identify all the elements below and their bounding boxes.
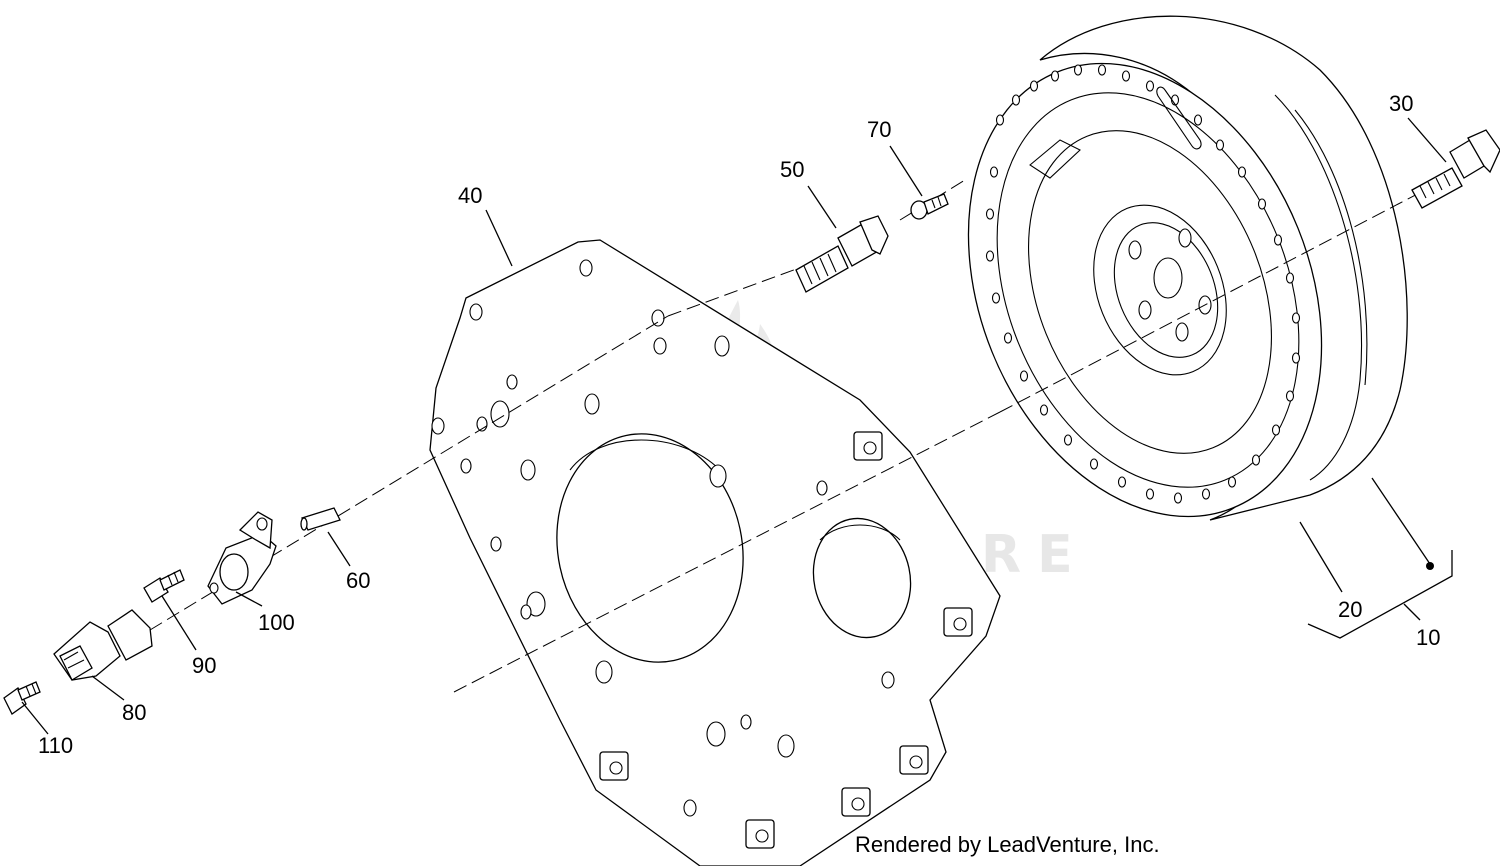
leader-lines [21, 117, 1453, 735]
callout-10: 10 [1416, 625, 1440, 650]
callout-labels: 10 20 30 40 50 60 70 80 90 100 110 [38, 91, 1440, 758]
flywheel-assembly[interactable] [904, 10, 1408, 569]
callout-60: 60 [346, 568, 370, 593]
bolt-50[interactable] [795, 215, 889, 293]
adapter-plate-holes [431, 259, 895, 817]
callout-20: 20 [1338, 597, 1362, 622]
screw-110[interactable] [3, 681, 41, 715]
callout-30: 30 [1389, 91, 1413, 116]
speed-sensor-80[interactable] [53, 609, 153, 681]
callout-80: 80 [122, 700, 146, 725]
sensor-bracket-100[interactable] [207, 511, 277, 605]
adapter-plate[interactable] [429, 239, 1001, 866]
callout-50: 50 [780, 157, 804, 182]
leader-dot [1426, 562, 1434, 570]
callout-70: 70 [867, 117, 891, 142]
render-credit: Rendered by LeadVenture, Inc. [855, 832, 1160, 857]
screw-70[interactable] [910, 193, 949, 220]
dowel-pin-60[interactable] [300, 507, 341, 531]
screw-90[interactable] [143, 569, 185, 603]
callout-100: 100 [258, 610, 295, 635]
adapter-plate-weld-nuts [599, 431, 973, 849]
flywheel-hole-ring [985, 64, 1301, 504]
callout-90: 90 [192, 653, 216, 678]
callout-40: 40 [458, 183, 482, 208]
callout-110: 110 [38, 733, 73, 758]
flywheel-bolt-30[interactable] [1411, 129, 1500, 209]
